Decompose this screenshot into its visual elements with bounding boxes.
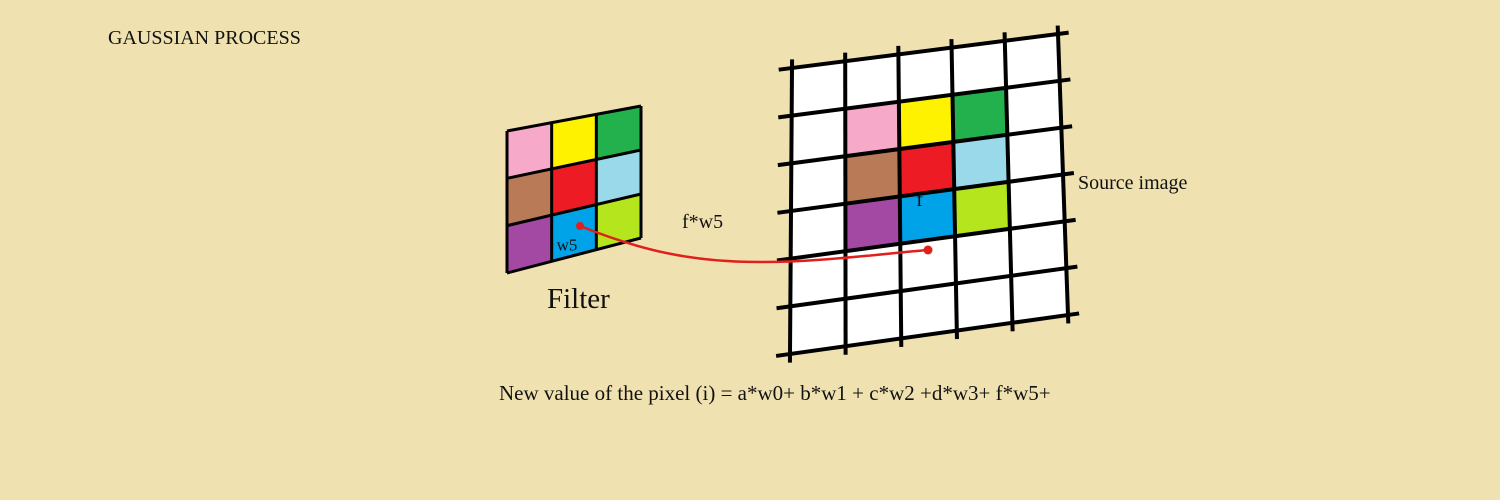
source-cell-0-2 xyxy=(952,87,1008,142)
filter-cell-0-1 xyxy=(551,114,597,169)
connector-curve xyxy=(579,224,929,264)
diagram-title: GAUSSIAN PROCESS xyxy=(108,27,301,49)
source-cell-1-1 xyxy=(899,141,955,197)
source-cell-0-1 xyxy=(898,94,954,150)
connector-label: f*w5 xyxy=(682,211,724,233)
filter-cell-1-1 xyxy=(551,159,597,216)
filter-caption: Filter xyxy=(547,283,610,315)
connector-start-dot xyxy=(576,222,584,230)
source-cell-2-1 xyxy=(899,189,956,244)
filter-highlight-label: w5 xyxy=(557,235,578,254)
filter-grid: w5 xyxy=(505,104,643,275)
filter-grid-hline-1 xyxy=(506,148,642,180)
filter-cell-0-2 xyxy=(596,106,641,160)
source-grid-hline-3 xyxy=(777,171,1075,215)
source-image-caption: Source image xyxy=(1078,172,1188,194)
filter-cell-2-0 xyxy=(507,215,552,273)
filter-cell-1-0 xyxy=(507,168,552,226)
source-grid-hline-1 xyxy=(778,77,1071,120)
source-cell-2-2 xyxy=(954,181,1010,237)
source-grid-hline-2 xyxy=(777,124,1073,168)
source-grid-hline-0 xyxy=(778,30,1069,72)
source-cell-1-2 xyxy=(953,134,1009,190)
source-grid-hline-6 xyxy=(775,311,1080,358)
source-cell-1-0 xyxy=(845,149,900,204)
connector-end-dot xyxy=(923,245,933,255)
filter-grid-hline-3 xyxy=(506,236,642,275)
source-highlight-label: f xyxy=(916,189,923,211)
formula: New value of the pixel (i) = a*w0+ b*w1 … xyxy=(499,381,1051,405)
source-grid-hline-5 xyxy=(776,264,1078,311)
filter-grid-hline-2 xyxy=(506,192,642,228)
source-cell-2-0 xyxy=(845,196,901,252)
filter-cell-1-2 xyxy=(596,150,641,205)
filter-cell-0-0 xyxy=(507,122,552,179)
filter-cell-2-1 xyxy=(551,204,597,262)
source-cell-0-0 xyxy=(845,101,900,157)
source-grid-hline-4 xyxy=(776,217,1076,263)
filter-grid-hline-0 xyxy=(506,104,642,133)
connector xyxy=(576,222,933,264)
source-image-grid: f xyxy=(775,25,1080,363)
